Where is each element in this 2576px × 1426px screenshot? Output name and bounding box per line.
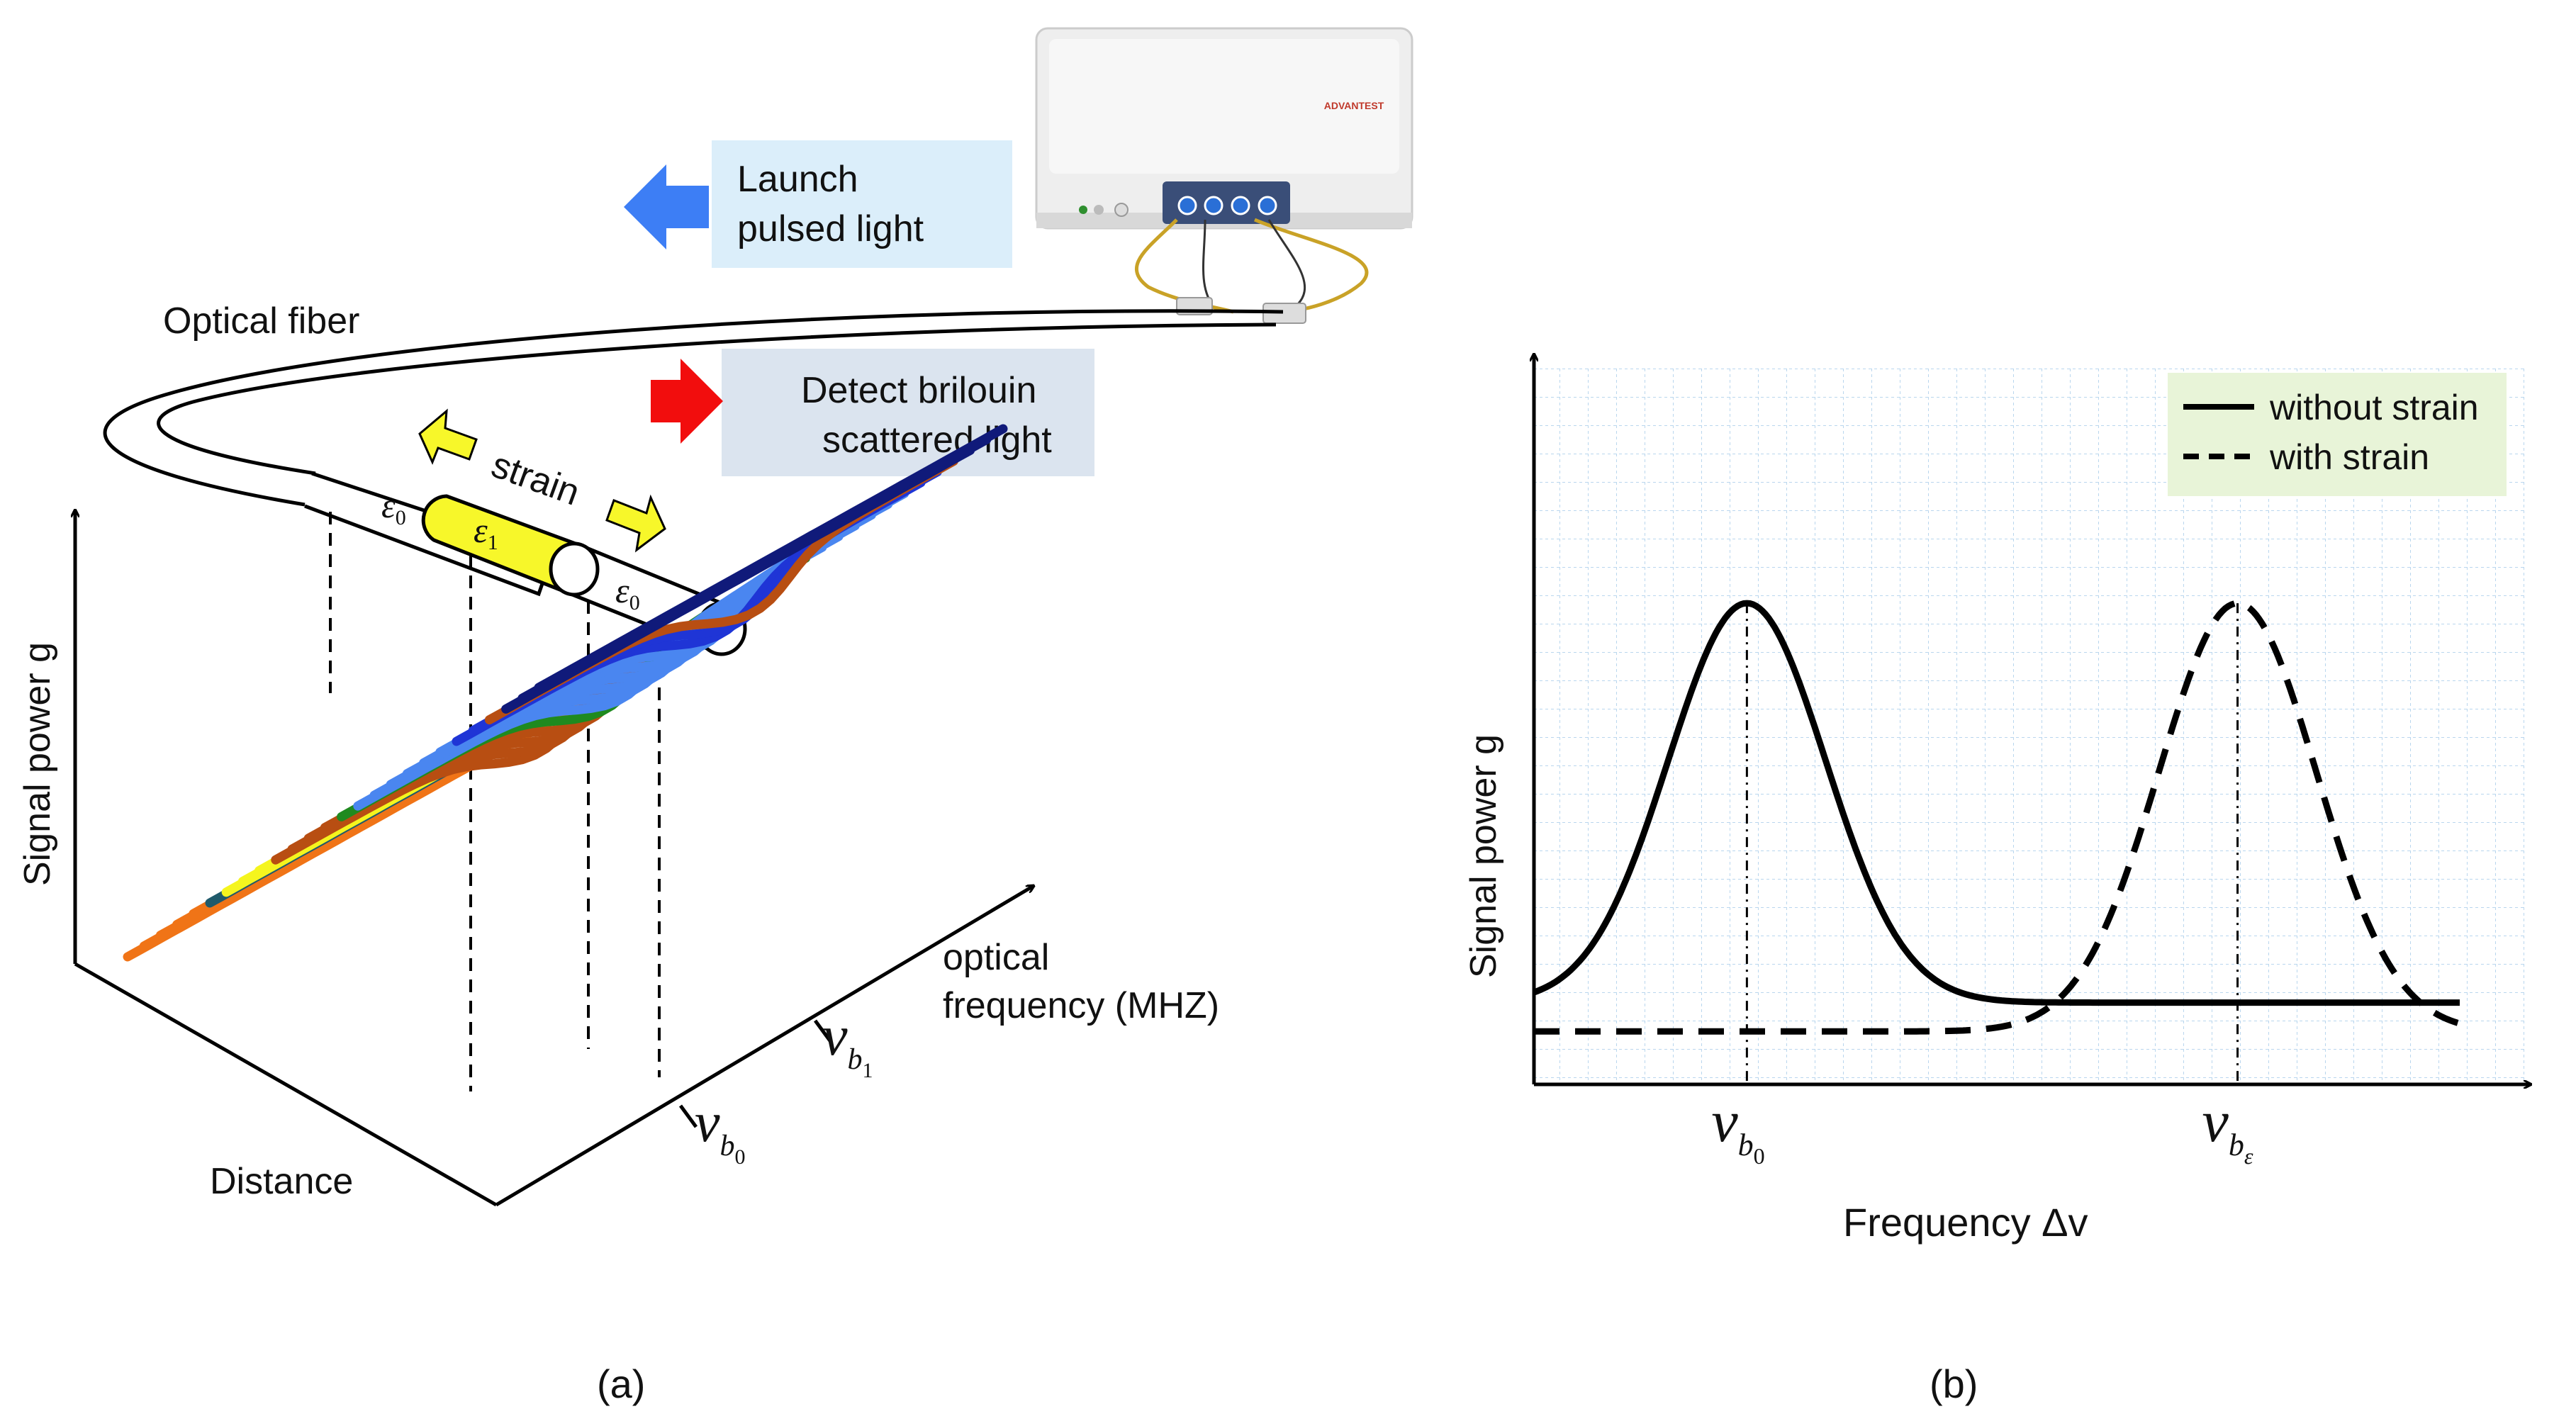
series-with-strain-line (1534, 600, 2461, 1035)
optical-fiber (103, 309, 1284, 507)
waterfall-curve (534, 424, 1008, 692)
series-without-strain-line (1533, 600, 2460, 1006)
chart-legend (2168, 373, 2507, 496)
x-tick-vb0: vb0 (1711, 1089, 1764, 1169)
launch-line1: Launch (737, 159, 858, 200)
segment-epsilon0-left: ε0 (381, 485, 406, 529)
legend-label-with-strain: with strain (2269, 437, 2429, 477)
strain-label: strain (486, 444, 585, 514)
x-tick-vbe: vbε (2202, 1089, 2253, 1169)
chart-axes (1534, 354, 2531, 1084)
chart-x-axis-label: Frequency Δv (1843, 1200, 2088, 1245)
detect-box (722, 349, 1094, 476)
freq-axis-label-line1: optical (943, 937, 1049, 978)
launch-line2: pulsed light (737, 208, 924, 249)
detect-line2: scattered light (822, 420, 1052, 461)
freq-axis-label-line2: frequency (MHZ) (943, 985, 1219, 1026)
optical-fiber-label: Optical fiber (163, 301, 359, 342)
panel-b: Signal power g Frequency Δv without stra… (1463, 354, 2531, 1406)
panel-a-x-axis-label: Distance (210, 1161, 353, 1202)
detect-line1: Detect brilouin (801, 370, 1036, 411)
legend-label-without-strain: without strain (2269, 388, 2479, 427)
panel-a-caption: (a) (597, 1362, 645, 1406)
panel-a: ADVANTEST Launch pulsed light Detect bri… (17, 27, 1413, 1406)
strain-left-arrow-icon (418, 408, 478, 465)
strain-right-arrow-icon (605, 494, 666, 553)
panel-a-axes (75, 510, 1034, 1207)
freq-mark-vb0: vb0 (695, 1091, 746, 1169)
panel-b-caption: (b) (1930, 1362, 1978, 1406)
strained-segment (421, 494, 584, 595)
waterfall-curves (123, 424, 1008, 962)
otdr-instrument: ADVANTEST (1035, 27, 1413, 324)
segment-epsilon0-right: ε0 (615, 571, 640, 614)
chart-y-axis-label: Signal power g (1463, 734, 1504, 978)
launch-box (712, 140, 1012, 268)
segment-epsilon1: ε1 (474, 510, 498, 554)
detect-arrow-icon (651, 359, 723, 444)
panel-a-y-axis-label: Signal power g (17, 642, 58, 886)
instrument-brand: ADVANTEST (1324, 100, 1384, 111)
freq-mark-vb1: vb1 (822, 1005, 873, 1082)
launch-arrow-icon (624, 164, 709, 249)
chart-curves (1533, 600, 2461, 1084)
